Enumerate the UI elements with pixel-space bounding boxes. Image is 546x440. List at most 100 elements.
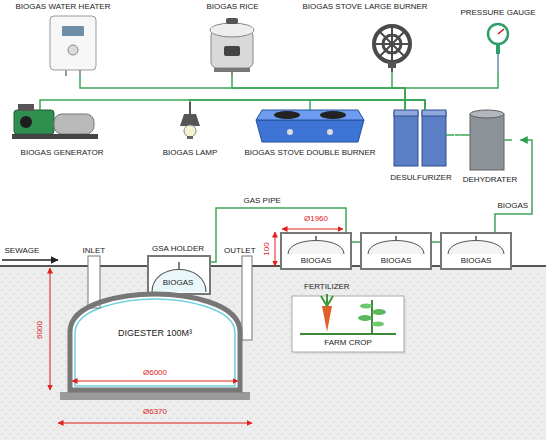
fertilizer-panel bbox=[292, 294, 406, 354]
biogas-generator: BIOGAS GENERATOR bbox=[6, 102, 118, 160]
gas-pipe bbox=[405, 72, 498, 110]
pressure-gauge-icon bbox=[497, 54, 499, 72]
digester-body bbox=[60, 294, 250, 400]
node-text: BIOGAS bbox=[163, 278, 194, 288]
double-burner-icon bbox=[256, 110, 364, 120]
node-label: BIOGAS bbox=[301, 256, 332, 266]
node-label: BIOGAS WATER HEATER bbox=[16, 2, 111, 12]
pipe-label: BIOGAS bbox=[497, 201, 530, 211]
generator-icon bbox=[20, 116, 32, 128]
pipes bbox=[242, 256, 252, 340]
double-burner-icon bbox=[287, 129, 293, 135]
gas-pipe bbox=[190, 100, 425, 110]
digester-body bbox=[60, 392, 250, 400]
node-label: BIOGAS RICE bbox=[206, 2, 258, 12]
gas-pipe bbox=[455, 134, 460, 136]
large-burner-icon bbox=[374, 26, 410, 62]
lamp-icon bbox=[187, 136, 193, 139]
large-burner-icon bbox=[391, 68, 393, 72]
node-label: PRESSURE GAUGE bbox=[460, 8, 535, 18]
double-burner-icon bbox=[256, 120, 364, 142]
gas-pipe bbox=[392, 72, 405, 110]
sewage-arrow bbox=[2, 259, 58, 261]
double-burner-icon bbox=[309, 104, 311, 110]
double-burner: BIOGAS STOVE DOUBLE BURNER bbox=[242, 104, 379, 160]
flow-label: SEWAGE bbox=[5, 246, 40, 256]
node-label: BIOGAS STOVE DOUBLE BURNER bbox=[245, 148, 376, 158]
part-label: INLET bbox=[83, 246, 106, 256]
dimension-lines bbox=[58, 423, 252, 424]
rice-cooker-icon bbox=[224, 46, 240, 56]
dehydrater-icon bbox=[460, 110, 512, 170]
dimension-label: 100 bbox=[261, 242, 271, 255]
sewage-arrow bbox=[2, 260, 58, 261]
pipes bbox=[88, 256, 100, 308]
storage-tanks bbox=[440, 232, 512, 270]
digester-outline bbox=[66, 290, 244, 394]
gas-pipe bbox=[232, 76, 405, 110]
gas-pipe bbox=[352, 241, 360, 243]
storage-tank: BIOGAS bbox=[360, 232, 432, 270]
desulfurizer-icon bbox=[394, 112, 418, 166]
water-heater-icon bbox=[65, 70, 67, 76]
storage-tanks bbox=[280, 232, 352, 270]
gas-holder bbox=[178, 262, 180, 269]
storage-tank: BIOGAS bbox=[440, 232, 512, 270]
storage-tanks bbox=[315, 236, 317, 241]
biogas-lamp: BIOGAS LAMP bbox=[155, 102, 225, 160]
fertilizer-panel bbox=[372, 322, 384, 327]
water-heater-icon bbox=[79, 70, 81, 76]
node-label: GSA HOLDER bbox=[152, 244, 204, 254]
water-heater-icon bbox=[68, 45, 78, 55]
node-label: DIGESTER 100M³ bbox=[118, 328, 192, 338]
storage-tanks bbox=[360, 232, 432, 270]
generator-icon bbox=[12, 102, 98, 139]
gas-pipe bbox=[80, 76, 405, 110]
fertilizer-panel bbox=[358, 315, 372, 321]
pressure-gauge-icon bbox=[488, 24, 508, 44]
large-burner-icon bbox=[374, 26, 410, 62]
desulfurizer-icon bbox=[422, 112, 446, 166]
digester: DIGESTER 100M³ bbox=[66, 290, 244, 394]
dehydrater-icon bbox=[470, 114, 504, 170]
pressure-gauge: PRESSURE GAUGE bbox=[457, 8, 538, 72]
storage-tanks bbox=[288, 241, 344, 255]
rice-cooker: BIOGAS RICE bbox=[195, 2, 270, 76]
generator-icon bbox=[18, 104, 34, 111]
node-text: FARM CROP bbox=[324, 338, 372, 348]
dehydrater-icon bbox=[470, 110, 504, 118]
rice-cooker-icon bbox=[210, 23, 254, 37]
gas-pipe bbox=[210, 208, 346, 262]
pressure-gauge-icon bbox=[498, 29, 504, 34]
gas-pipe bbox=[495, 140, 532, 232]
double-burner-icon bbox=[256, 104, 364, 142]
generator-icon bbox=[14, 110, 54, 134]
dimension-lines bbox=[282, 229, 343, 230]
node-label: BIOGAS STOVE LARGE BURNER bbox=[302, 2, 427, 12]
gas-pipe bbox=[432, 241, 440, 243]
water-heater-icon bbox=[50, 16, 96, 70]
node-label: BIOGAS GENERATOR bbox=[21, 148, 104, 158]
node-label: DEHYDRATER bbox=[463, 175, 518, 185]
node-label: DESULFURIZER bbox=[390, 173, 451, 183]
fertilizer-box: FERTILIZERFARM CROP bbox=[292, 282, 404, 352]
water-heater-icon bbox=[50, 16, 96, 76]
generator-icon bbox=[54, 114, 94, 134]
part-label: OUTLET bbox=[224, 246, 256, 256]
rice-cooker-icon bbox=[210, 18, 254, 76]
fertilizer-panel bbox=[321, 294, 333, 306]
node-label: BIOGAS LAMP bbox=[163, 148, 218, 158]
double-burner-icon bbox=[320, 111, 346, 119]
fertilizer-panel bbox=[360, 304, 372, 309]
digester-body bbox=[75, 299, 235, 386]
gas-pipe bbox=[310, 100, 425, 110]
double-burner-icon bbox=[327, 129, 333, 135]
digester-outline bbox=[70, 294, 240, 390]
desulfurizer-icon bbox=[422, 110, 446, 116]
storage-tank: BIOGAS bbox=[280, 232, 352, 270]
fertilizer-panel bbox=[372, 309, 386, 315]
large-burner-icon bbox=[388, 62, 396, 68]
water-heater: BIOGAS WATER HEATER bbox=[8, 2, 118, 76]
